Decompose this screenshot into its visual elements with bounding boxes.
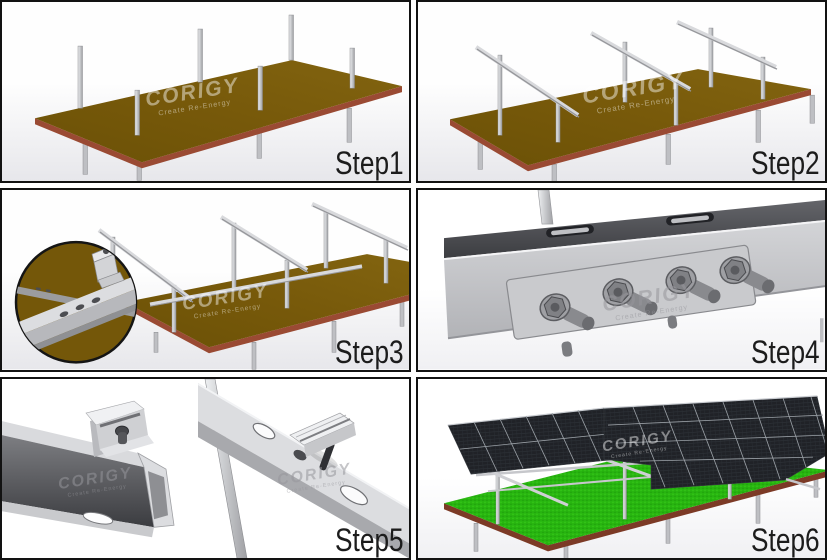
step4-illustration bbox=[418, 190, 825, 370]
step-label: Step1 bbox=[335, 145, 404, 182]
step2-illustration bbox=[418, 2, 825, 182]
ground-slab bbox=[35, 60, 402, 163]
post-sliver bbox=[820, 318, 824, 343]
bolt-tails bbox=[561, 315, 678, 357]
magnifier-inset bbox=[14, 241, 138, 364]
step1-panel: CORIGY Create Re-Energy Step1 bbox=[0, 0, 411, 184]
rail-top-flange bbox=[444, 200, 825, 259]
inset-rail-bottom bbox=[26, 302, 136, 355]
rail-slot bbox=[252, 422, 276, 440]
step3-panel: CORIGY Create Re-Energy Step3 bbox=[0, 188, 411, 372]
mid-clamp bbox=[289, 412, 356, 471]
ground-slab bbox=[125, 254, 409, 348]
vertical-post bbox=[537, 190, 554, 225]
end-clamp bbox=[85, 400, 154, 457]
c-channel-end-shadow bbox=[148, 470, 168, 519]
rail-slot bbox=[340, 484, 368, 505]
tilt-beams bbox=[97, 202, 409, 304]
purlin-rail bbox=[149, 264, 363, 308]
pile-posts bbox=[77, 14, 355, 136]
step3-illustration bbox=[2, 190, 409, 370]
mounting-rail-face bbox=[198, 420, 409, 558]
rail-highlight bbox=[443, 220, 825, 261]
rail-slot bbox=[293, 449, 307, 461]
step-label: Step2 bbox=[751, 145, 820, 182]
step5-illustration bbox=[2, 378, 409, 558]
step1-illustration bbox=[2, 2, 409, 182]
foundation-legs bbox=[473, 472, 819, 558]
c-channel-face bbox=[2, 434, 154, 527]
ground-slab bbox=[450, 69, 811, 166]
rail-slot bbox=[82, 511, 114, 525]
inset-rail-top bbox=[18, 276, 136, 335]
solar-panel-array bbox=[447, 395, 825, 490]
step6-illustration bbox=[418, 378, 825, 558]
inset-rail-face bbox=[22, 288, 136, 349]
rail-edge-highlight bbox=[198, 382, 409, 509]
end-clamp-closeup bbox=[2, 400, 175, 537]
left-array-seams bbox=[459, 409, 617, 471]
c-channel-flange bbox=[2, 500, 154, 537]
step-label: Step5 bbox=[335, 521, 404, 558]
mid-clamp-closeup bbox=[198, 378, 409, 558]
step6-panel: CORIGY Create Re-Energy Step6 bbox=[416, 376, 827, 560]
foundation-legs bbox=[477, 94, 815, 182]
step-label: Step6 bbox=[751, 521, 820, 558]
step-label: Step4 bbox=[751, 333, 820, 370]
step2-panel: CORIGY Create Re-Energy Step2 bbox=[416, 0, 827, 184]
rail-tip bbox=[785, 477, 821, 491]
step4-panel: CORIGY Create Re-Energy Step4 bbox=[416, 188, 827, 372]
inset-rail-slots bbox=[35, 287, 101, 318]
step5-panel: CORIGY Create Re-Energy CORIGY Create Re… bbox=[0, 376, 411, 560]
tilt-beams bbox=[474, 19, 778, 118]
rail-slots bbox=[546, 212, 714, 238]
main-array-seams bbox=[607, 396, 825, 488]
step-label: Step3 bbox=[335, 333, 404, 370]
